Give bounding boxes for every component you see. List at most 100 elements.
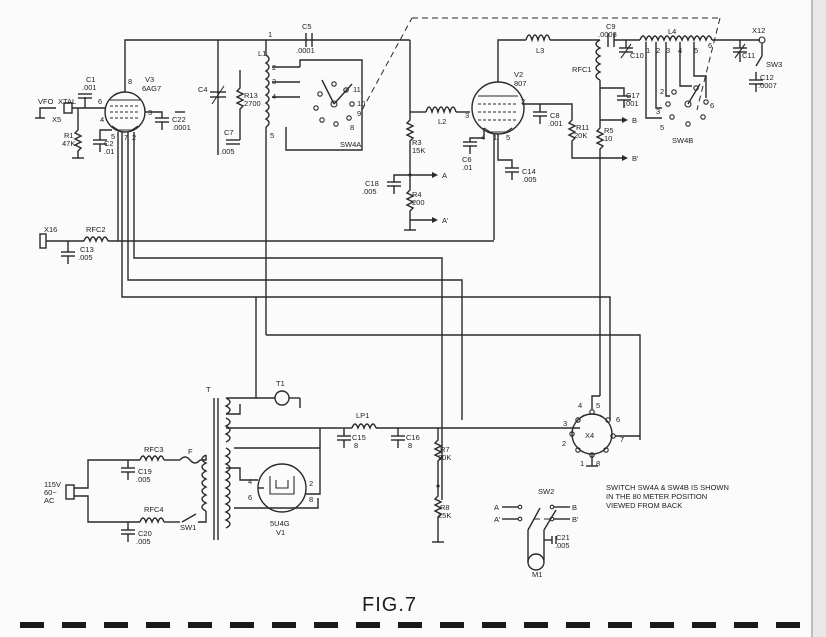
- c21-value: .005: [555, 541, 570, 550]
- r13-label: R13: [244, 91, 258, 100]
- switch-note-line-3: VIEWED FROM BACK: [606, 501, 682, 510]
- c6-value: .01: [462, 163, 472, 172]
- v2-label: V2: [514, 70, 523, 79]
- fuse-label: F: [188, 447, 193, 456]
- l1-tap-5: 5: [270, 131, 274, 140]
- v2-pin-5: 5: [506, 133, 510, 142]
- l4-label: L4: [668, 27, 676, 36]
- l4-tap-5: 5: [694, 46, 698, 55]
- v3-label: V3: [145, 75, 154, 84]
- sw2-a-prime: A': [494, 515, 501, 524]
- v2-pin-3: 3: [465, 111, 469, 120]
- v2-pin-2: 2: [521, 97, 525, 106]
- x5-label: X5: [52, 115, 61, 124]
- c5-value: .0001: [296, 46, 315, 55]
- r8-value: 25K: [438, 511, 451, 520]
- c5-label: C5: [302, 22, 312, 31]
- c12-value: .0007: [758, 81, 777, 90]
- c15-value: 8: [354, 441, 358, 450]
- rfc1-label: RFC1: [572, 65, 592, 74]
- r3-value: 15K: [412, 146, 425, 155]
- l1-label: L1: [258, 49, 266, 58]
- node-1: 1: [268, 30, 272, 39]
- x4-pin-1: 1: [580, 459, 584, 468]
- b-prime-terminal: B': [632, 154, 639, 163]
- a-prime-terminal: A': [442, 216, 449, 225]
- c4-label: C4: [198, 85, 208, 94]
- c9-label: C9: [606, 22, 616, 31]
- x4-socket: [569, 409, 616, 458]
- sw3-label: SW3: [766, 60, 782, 69]
- v1-pin-8: 8: [309, 495, 313, 504]
- c19-value: .005: [136, 475, 151, 484]
- c1-label: C1: [86, 75, 96, 84]
- x4-pin-3: 3: [563, 419, 567, 428]
- c8-label: C8: [550, 111, 560, 120]
- sw2-b-prime: B': [572, 515, 579, 524]
- v3-pin-8: 8: [128, 77, 132, 86]
- c17-label: C17: [626, 91, 640, 100]
- l4-tap-2: 2: [656, 46, 660, 55]
- x4-pin-2: 2: [562, 439, 566, 448]
- r8-label: R8: [440, 503, 450, 512]
- m1-label: M1: [532, 570, 542, 579]
- x12-label: X12: [752, 26, 765, 35]
- c1-value: .001: [82, 83, 97, 92]
- sw4a-pin-8: 8: [350, 123, 354, 132]
- c13-label: C13: [80, 245, 94, 254]
- ac-freq: 60~: [44, 488, 57, 497]
- sw4b-pin-5: 5: [660, 123, 664, 132]
- sw4a-switch: [313, 79, 355, 127]
- sw4a-pin-10: 10: [357, 99, 365, 108]
- ac-voltage: 115V: [44, 480, 61, 489]
- sw1-label: SW1: [180, 523, 196, 532]
- switch-note-line-1: SWITCH SW4A & SW4B IS SHOWN: [606, 483, 729, 492]
- x4-pin-5: 5: [596, 401, 600, 410]
- sw4a-pin-11: 11: [353, 85, 361, 94]
- r1-label: R1: [64, 131, 74, 140]
- v1-pin-4: 4: [248, 477, 252, 486]
- r7-value: 20K: [438, 453, 451, 462]
- c7-value: .005: [220, 147, 235, 156]
- c9-value: .0003: [598, 30, 617, 39]
- r4-label: R4: [412, 190, 422, 199]
- rfc4-label: RFC4: [144, 505, 164, 514]
- c22-label: C22: [172, 115, 186, 124]
- v3-pin-6: 6: [98, 97, 102, 106]
- c19-label: C19: [138, 467, 152, 476]
- a-terminal: A: [442, 171, 447, 180]
- x16-label: X16: [44, 225, 57, 234]
- rfc2-label: RFC2: [86, 225, 106, 234]
- c12-label: C12: [760, 73, 774, 82]
- c14-value: .005: [522, 175, 537, 184]
- l4-tap-1: 1: [646, 46, 650, 55]
- c2-label: C2: [104, 139, 114, 148]
- transformer-label: T: [206, 385, 211, 394]
- sw4b-pin-3: 3: [656, 107, 660, 116]
- sw4a-pin-9: 9: [357, 109, 361, 118]
- l4-tap-6: 6: [708, 41, 712, 50]
- v2-pin-1: 1: [493, 133, 497, 142]
- l2-label: L2: [438, 117, 446, 126]
- sw4b-pin-2: 2: [660, 87, 664, 96]
- v3-pin-7: 7: [124, 133, 128, 142]
- r3-label: R3: [412, 138, 422, 147]
- c20-label: C20: [138, 529, 152, 538]
- r1-value: 47K: [62, 139, 75, 148]
- c8-value: .001: [548, 119, 563, 128]
- x4-pin-8: 8: [596, 459, 600, 468]
- bottom-edge-marks: [20, 622, 800, 628]
- l4-tap-3: 3: [666, 46, 670, 55]
- switch-note-line-2: IN THE 80 METER POSITION: [606, 492, 707, 501]
- v1-pin-2: 2: [309, 479, 313, 488]
- sw4a-label: SW4A: [340, 140, 361, 149]
- c14-label: C14: [522, 167, 536, 176]
- ac-label: AC: [44, 496, 55, 505]
- r13-value: 2700: [244, 99, 261, 108]
- v3-tube: [104, 91, 146, 133]
- c15-label: C15: [352, 433, 366, 442]
- rfc3-label: RFC3: [144, 445, 164, 454]
- power-transformer: [201, 397, 231, 540]
